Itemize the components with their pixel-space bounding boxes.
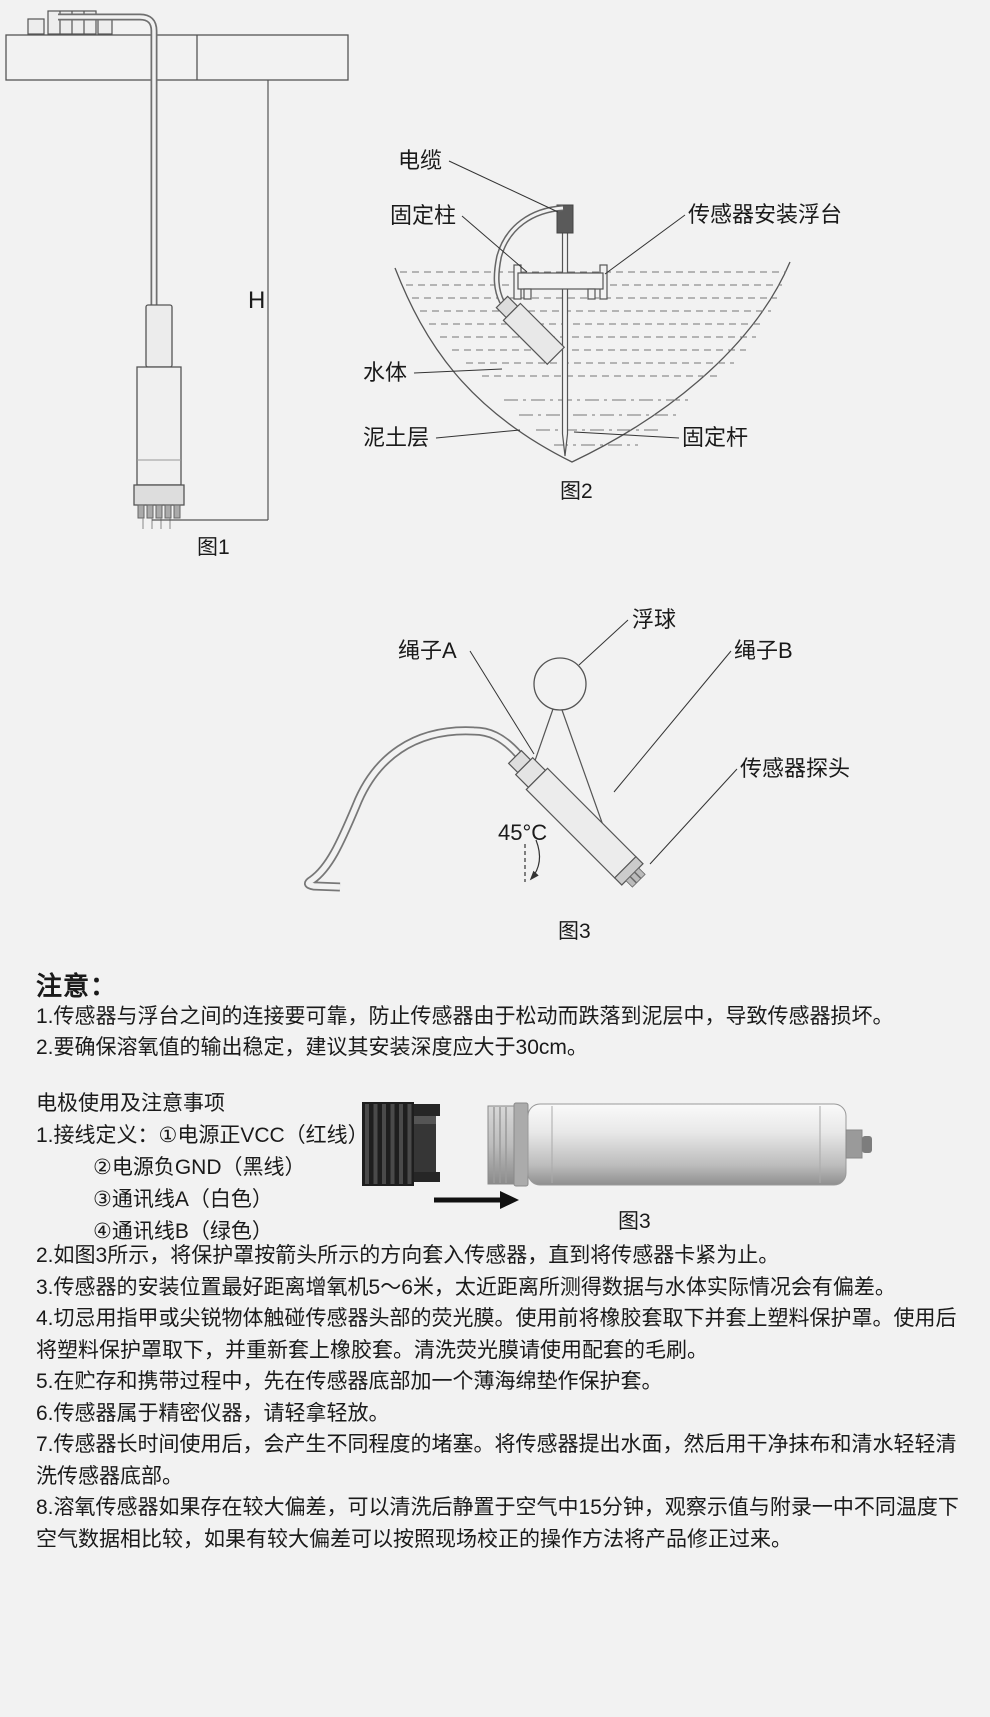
- height-dimension: [152, 80, 269, 521]
- height-label: H: [248, 287, 265, 314]
- label-fixing-post: 固定柱: [390, 203, 456, 228]
- float-ball: [533, 657, 587, 711]
- usage-item-4: 4.切忌用指甲或尖锐物体触碰传感器头部的荧光膜。使用前将橡胶套取下并套上塑料保护…: [36, 1307, 957, 1362]
- sensor-body-photo: [487, 1102, 872, 1187]
- figure2-caption: 图2: [560, 480, 593, 503]
- pond-outline: [394, 261, 791, 463]
- label-cable: 电缆: [398, 148, 442, 173]
- sensor-probe-fig2: [495, 295, 566, 366]
- usage-item-5: 5.在贮存和携带过程中，先在传感器底部加一个薄海绵垫作保护套。: [36, 1370, 663, 1393]
- label-float: 浮球: [632, 607, 676, 632]
- figure1-diagram: H 图1: [5, 10, 349, 559]
- usage-items: 2.如图3所示，将保护罩按箭头所示的方向套入传感器，直到将传感器卡紧为止。 3.…: [36, 1240, 970, 1555]
- label-mud: 泥土层: [363, 425, 429, 450]
- floating-platform: [513, 264, 608, 300]
- usage-item-2: 2.如图3所示，将保护罩按箭头所示的方向套入传感器，直到将传感器卡紧为止。: [36, 1244, 780, 1267]
- wiring-item-gnd: ②电源负GND（黑线）: [93, 1156, 306, 1179]
- mounting-beam: [5, 34, 349, 81]
- usage-item-7: 7.传感器长时间使用后，会产生不同程度的堵塞。将传感器提出水面，然后用干净抹布和…: [36, 1433, 957, 1488]
- sensor-product-photo: 图3: [362, 1102, 872, 1233]
- wiring-item-comm-a: ③通讯线A（白色）: [93, 1188, 273, 1211]
- label-angle: 45°C: [498, 820, 547, 845]
- wiring-item-comm-b: ④通讯线B（绿色）: [93, 1220, 273, 1243]
- notice-title: 注意：: [36, 971, 118, 1001]
- usage-item-3: 3.传感器的安装位置最好距离增氧机5～6米，太近距离所测得数据与水体实际情况会有…: [36, 1275, 896, 1299]
- figure3-diagram: 浮球 绳子A 绳子B 传感器探头 45°C 图3: [304, 607, 850, 943]
- sensor-probe-fig3: [507, 749, 646, 888]
- leader-lines-fig2: [413, 160, 686, 439]
- label-water: 水体: [363, 360, 407, 385]
- label-rod: 固定杆: [682, 425, 748, 450]
- label-platform: 传感器安装浮台: [688, 202, 842, 227]
- notice-item-1: 1.传感器与浮台之间的连接要可靠，防止传感器由于松动而跌落到泥层中，导致传感器损…: [36, 1005, 894, 1028]
- fixing-rod: [556, 204, 574, 457]
- photo-caption: 图3: [618, 1210, 651, 1233]
- figure2-diagram: 电缆 固定柱 传感器安装浮台 水体 泥土层 固定杆 图2: [363, 148, 842, 503]
- usage-item-6: 6.传感器属于精密仪器，请轻拿轻放。: [36, 1401, 390, 1425]
- protective-cap-photo: [362, 1102, 440, 1186]
- angle-markers: [524, 839, 541, 882]
- notice-item-2: 2.要确保溶氧值的输出稳定，建议其安装深度应大于30cm。: [36, 1036, 588, 1059]
- label-rope-a: 绳子A: [398, 638, 457, 663]
- usage-item-8: 8.溶氧传感器如果存在较大偏差，可以清洗后静置于空气中15分钟，观察示值与附录一…: [36, 1496, 959, 1551]
- figure1-caption: 图1: [197, 536, 230, 559]
- label-rope-b: 绳子B: [734, 638, 793, 663]
- leader-lines-fig3: [469, 619, 738, 865]
- label-probe: 传感器探头: [740, 756, 850, 781]
- sensor-cable-fig2: [493, 205, 564, 304]
- support-pole: [304, 726, 522, 892]
- direction-arrow: [434, 1191, 519, 1209]
- wiring-intro: 1.接线定义：①电源正VCC（红线）: [36, 1124, 369, 1147]
- figure3-caption: 图3: [558, 920, 591, 943]
- sensor-probe-fig1: [133, 304, 185, 529]
- usage-title: 电极使用及注意事项: [36, 1092, 225, 1115]
- mud-layer-lines: [504, 399, 692, 446]
- sensor-cable: [58, 13, 158, 305]
